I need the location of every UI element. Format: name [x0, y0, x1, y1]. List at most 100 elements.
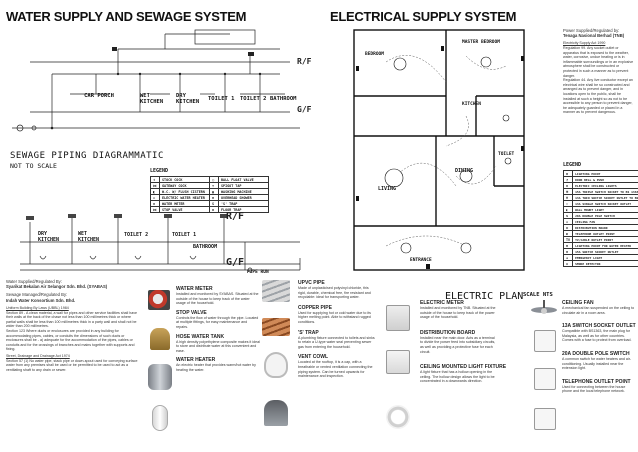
- double-pole-switch-photo: [534, 368, 556, 390]
- plan-kitchen-label: KITCHEN: [462, 102, 481, 107]
- water-meter-photo: [148, 290, 170, 310]
- ceiling-fan-photo: [530, 300, 558, 318]
- sewage-piping-schematic: [20, 214, 301, 273]
- component-text: Compatible with BS1363, the main plug fo…: [562, 329, 632, 343]
- electric-legend-row: ◎SMOKE DETECTOR: [562, 260, 638, 267]
- street-text: Section 57 (1) No water pipe, stack pipe…: [6, 358, 138, 372]
- wet-kitchen-label: WET KITCHEN: [140, 93, 164, 105]
- component-title: WATER METER: [176, 286, 213, 292]
- toilet1-label: TOILET 1: [208, 96, 235, 102]
- component-title: DISTRIBUTION BOARD: [420, 329, 476, 336]
- component-text: An electric heater that provides warm/ho…: [176, 363, 256, 372]
- hose-tank-photo: [148, 364, 172, 390]
- component-title: 20A DOUBLE POLE SWITCH: [562, 350, 630, 357]
- electric-meter-photo: [386, 305, 410, 331]
- sewage-label: Sewage Managed/Regulated By:: [6, 292, 68, 298]
- component-text: A mechanical fan suspended on the ceilin…: [562, 306, 635, 315]
- ubbl-text-2: Section 123 Where ducts or enclosures ar…: [6, 328, 135, 352]
- sewage-dry-kitchen: DRY KITCHEN: [38, 231, 60, 243]
- scale-label: SCALE NTS: [523, 292, 553, 298]
- component-text: Used for supplying hot or cold water due…: [298, 310, 371, 324]
- water-regulated-label: Water Supplied/Regulated By:: [6, 279, 62, 284]
- water-info-block: Water Supplied/Regulated By: Syarikat Be…: [6, 279, 142, 303]
- electric-supplied-label: Power Supplied/Regulated by:: [563, 28, 620, 33]
- stop-valve-photo: [150, 328, 170, 350]
- plan-entrance-label: ENTRANCE: [410, 258, 432, 263]
- electric-act-text-2: Regulation 44. Any live conductor except…: [563, 78, 633, 115]
- ubbl-heading: Uniform Building By Laws (UBBL) 1984: [6, 306, 69, 310]
- plan-toilet-label: TOILET: [498, 152, 515, 157]
- car-porch-label: CAR PORCH: [84, 93, 114, 99]
- component-text: Controls the flow of water through the p…: [176, 315, 259, 329]
- electric-floor-plan: [353, 29, 525, 271]
- copper-pipe-photo: [262, 318, 290, 336]
- water-legend-title: LEGEND: [150, 168, 169, 174]
- toilet2-label: TOILET 2: [240, 96, 267, 102]
- not-to-scale-label: NOT TO SCALE: [10, 162, 57, 170]
- gf-label-bottom: G/F: [226, 257, 245, 268]
- electric-plan-title: ELECTRIC PLAN: [445, 291, 524, 302]
- sewage-toilet1: TOILET 1: [172, 232, 197, 238]
- rf-label-top: R/F: [297, 57, 312, 66]
- component-text: A common switch for water heaters and ai…: [562, 356, 632, 371]
- ceiling-light-photo: [386, 405, 410, 429]
- component-title: TELEPHONE OUTLET POINT: [562, 378, 631, 385]
- sewage-diagram-title: SEWAGE PIPING DIAGRAMMATIC: [10, 151, 164, 161]
- ubbl-text: Section 89 - A clean material, a wall fo…: [6, 310, 138, 329]
- electric-act-text: Regulation 99. Any socket outlet or appa…: [563, 46, 634, 78]
- component-title: STOP VALVE: [176, 309, 207, 316]
- water-piping-schematic: [12, 29, 300, 132]
- electric-act-heading: Electricity Supply Act 1990: [563, 41, 606, 46]
- pipe-components-col: UPVC PIPE Made of unplasticised polyviny…: [298, 280, 376, 379]
- component-text: A light fixture that has a hollow openin…: [420, 370, 495, 384]
- bathroom-label: BATHROOM: [270, 96, 297, 102]
- electric-components-right: CEILING FAN A mechanical fan suspended o…: [562, 300, 636, 394]
- component-text: Made of unplasticised polyvinyl chloride…: [298, 286, 371, 300]
- component-title: WATER HEATER: [176, 357, 216, 364]
- sewage-by: Indah Water Konsortium Sdn. Bhd.: [6, 297, 76, 303]
- component-text: Installed near the main door. Acts as a …: [420, 335, 496, 354]
- component-text: A plumbing fixture connected to toilets …: [298, 335, 375, 349]
- electric-info: Power Supplied/Regulated by: Tenaga Nasi…: [563, 28, 635, 115]
- electrical-title: ELECTRICAL SUPPLY SYSTEM: [330, 9, 517, 24]
- sewage-toilet2: TOILET 2: [124, 232, 149, 238]
- component-title: CEILING MOUNTED LIGHT FIXTURE: [420, 364, 507, 371]
- electric-legend-table: ⊗LIGHTING POINT◔DOOR BELL & PUSH⊙ELECTRI…: [562, 170, 638, 267]
- sewage-pipe-run: PIPE RUN: [247, 270, 269, 275]
- plan-bedroom-label: BEDROOM: [365, 52, 384, 57]
- water-heater-photo: [152, 405, 168, 431]
- component-title: CEILING FAN: [562, 300, 594, 306]
- component-text: Installed and monitored by SYABAS. Situa…: [176, 292, 259, 306]
- rf-label-bottom: R/F: [226, 211, 245, 222]
- socket-outlet-photo: [534, 330, 556, 352]
- component-title: UPVC PIPE: [298, 280, 325, 286]
- street-heading: Street, Drainage and Drainage Act 1974: [6, 353, 70, 358]
- electric-legend-title: LEGEND: [563, 162, 582, 168]
- component-title: 13A SWITCH SOCKET OUTLET: [562, 323, 636, 330]
- vent-cowl-photo: [264, 400, 288, 426]
- legend-symbol-icon: ◎: [562, 260, 574, 267]
- component-text: Located at the rooftop, it is a cap, wit…: [298, 360, 373, 379]
- gf-label-top: G/F: [297, 105, 312, 114]
- upvc-pipe-photo: [262, 280, 290, 302]
- distribution-board-photo: [386, 350, 410, 374]
- legend-item: FLOOR TRAP: [218, 206, 269, 213]
- component-text: A high density polyethylene composite ma…: [176, 339, 260, 353]
- component-title: HOSE WATER TANK: [176, 333, 225, 340]
- dry-kitchen-label: DRY KITCHEN: [176, 93, 200, 105]
- water-legend-table: ⊣STOCK COCK◯BALL FLOAT VALVE ⋈GATEWAY CO…: [150, 176, 269, 213]
- water-regulated-by: Syarikat Bekalan Air Selangor Sdn. Bhd. …: [6, 284, 108, 290]
- component-title: 'S' TRAP: [298, 329, 319, 336]
- water-title: WATER SUPPLY AND SEWAGE SYSTEM: [6, 9, 247, 24]
- water-components-col: WATER METER Installed and monitored by S…: [176, 286, 260, 373]
- component-title: VENT COWL: [298, 354, 328, 361]
- electric-supplier: Tenaga Nasional Berhad (TNB): [563, 33, 625, 39]
- ubbl-block: Uniform Building By Laws (UBBL) 1984 Sec…: [6, 306, 140, 372]
- sewage-wet-kitchen: WET KITCHEN: [78, 231, 100, 243]
- plan-living-label: LIVING: [378, 186, 397, 192]
- telephone-outlet-photo: [534, 408, 556, 430]
- component-title: COPPER PIPE: [298, 304, 332, 311]
- electric-components-left: ELECTRIC METER Installed and monitored b…: [420, 300, 507, 384]
- component-text: Used for connecting between the house ph…: [562, 384, 626, 394]
- legend-item: SMOKE DETECTOR: [572, 260, 638, 267]
